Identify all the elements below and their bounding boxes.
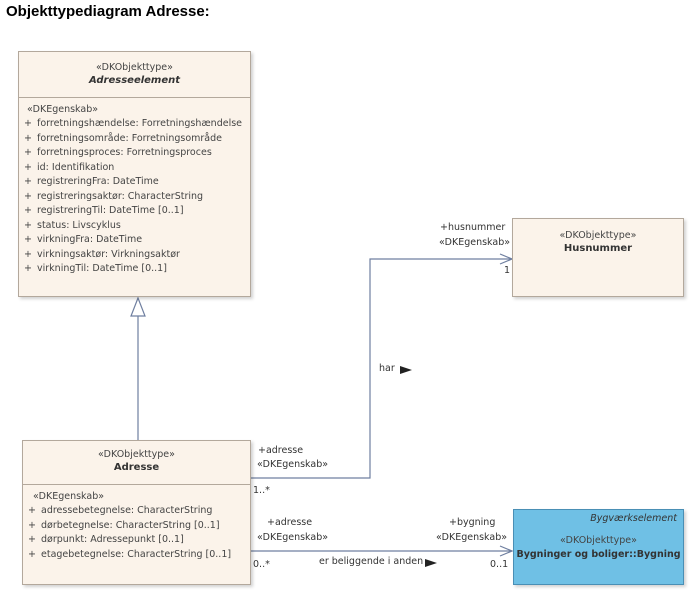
- beliggende-direction-icon: [425, 559, 437, 567]
- attribute-row: +forretningsområde: Forretningsområde: [24, 132, 222, 144]
- adresse-stereotype: «DKObjekttype»: [98, 449, 175, 460]
- har-direction-icon: [400, 366, 412, 374]
- generalization-arrowhead: [130, 296, 146, 317]
- diagram-title: Objekttypediagram Adresse:: [6, 3, 210, 20]
- har-target-role: +husnummer: [440, 222, 506, 233]
- har-target-stereotype: «DKEgenskab»: [439, 237, 511, 248]
- class-husnummer[interactable]: «DKObjekttype» Husnummer: [512, 218, 684, 297]
- har-target-multiplicity: 1: [504, 265, 511, 276]
- attribute-row: +registreringFra: DateTime: [24, 176, 159, 187]
- class-adresseelement[interactable]: «DKObjekttype» Adresseelement «DKEgenska…: [18, 51, 251, 297]
- attribute-row: +forretningshændelse: Forretningshændels…: [24, 118, 243, 129]
- attribute-row: +etagebetegnelse: CharacterString [0..1]: [28, 548, 232, 560]
- association-beliggende-arrowhead: [499, 545, 514, 557]
- adresseelement-attr-stereotype: «DKEgenskab»: [27, 104, 99, 115]
- attribute-row: +virkningTil: DateTime [0..1]: [24, 263, 167, 274]
- attribute-row: +dørpunkt: Adressepunkt [0..1]: [28, 534, 184, 545]
- attribute-row: +virkningFra: DateTime: [24, 234, 143, 245]
- bygning-name: Bygninger og boliger::Bygning: [516, 549, 681, 560]
- adresseelement-stereotype: «DKObjekttype»: [96, 62, 173, 73]
- husnummer-name: Husnummer: [563, 243, 633, 254]
- bygning-package: Bygværkselement: [590, 513, 677, 524]
- attribute-row: +registreringsaktør: CharacterString: [24, 190, 204, 202]
- beliggende-source-stereotype: «DKEgenskab»: [257, 532, 329, 543]
- husnummer-stereotype: «DKObjekttype»: [559, 230, 637, 241]
- har-label: har: [379, 363, 395, 374]
- attribute-row: +adressebetegnelse: CharacterString: [28, 505, 213, 516]
- beliggende-target-stereotype: «DKEgenskab»: [436, 532, 508, 543]
- bygning-stereotype: «DKObjekttype»: [560, 535, 637, 546]
- attribute-row: +virkningsaktør: Virkningsaktør: [24, 248, 180, 260]
- beliggende-source-multiplicity: 0..*: [253, 559, 270, 570]
- har-source-role: +adresse: [258, 445, 304, 456]
- attribute-row: +id: Identifikation: [24, 161, 115, 173]
- class-bygning[interactable]: Bygværkselement «DKObjekttype» Bygninger…: [513, 509, 684, 585]
- beliggende-label: er beliggende i anden: [319, 556, 424, 567]
- har-source-multiplicity: 1..*: [253, 485, 270, 496]
- class-adresse[interactable]: «DKObjekttype» Adresse «DKEgenskab» +adr…: [22, 440, 251, 585]
- adresseelement-name: Adresseelement: [88, 75, 181, 86]
- beliggende-source-role: +adresse: [267, 517, 313, 528]
- attribute-row: +dørbetegnelse: CharacterString [0..1]: [28, 519, 220, 531]
- adresse-attr-stereotype: «DKEgenskab»: [33, 491, 105, 502]
- attribute-row: +forretningsproces: Forretningsproces: [24, 147, 212, 158]
- attribute-row: +registreringTil: DateTime [0..1]: [24, 205, 184, 216]
- association-har-line: [251, 258, 512, 479]
- beliggende-target-role: +bygning: [449, 517, 496, 528]
- beliggende-target-multiplicity: 0..1: [490, 559, 509, 570]
- har-source-stereotype: «DKEgenskab»: [257, 459, 329, 470]
- attribute-row: +status: Livscyklus: [24, 219, 121, 231]
- adresse-name: Adresse: [113, 462, 160, 473]
